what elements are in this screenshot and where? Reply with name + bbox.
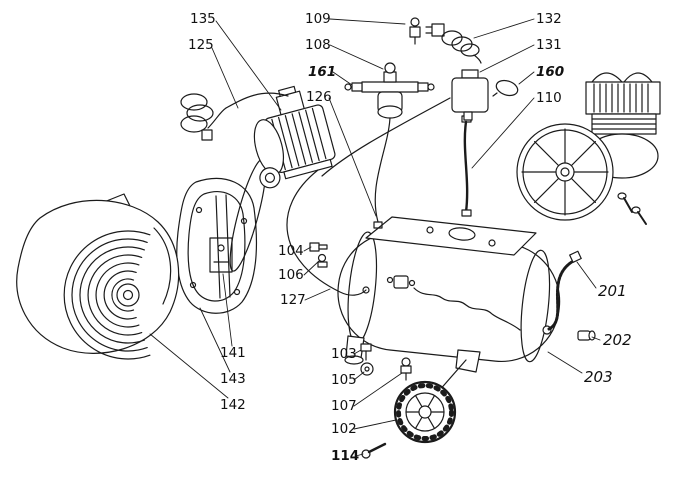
leader-201: [576, 261, 597, 289]
small-fittings: [309, 242, 596, 459]
discharge-pipe: [461, 115, 472, 217]
part-label-114: 114: [331, 448, 359, 464]
flywheel-hub: [555, 162, 575, 182]
part-label-109: 109: [305, 11, 331, 27]
wheel-bracket: [455, 349, 481, 373]
wheel: [393, 359, 467, 444]
leader-109: [329, 18, 406, 25]
wheel-hub: [418, 405, 432, 419]
leader-141: [222, 273, 233, 347]
part-labels: 135 125 109 108 132 131 161 126 160 110 …: [188, 11, 632, 464]
leader-114: [355, 453, 364, 457]
leader-104: [303, 246, 312, 252]
fitting-103: [360, 343, 372, 352]
plug-202: [577, 330, 591, 341]
tank-flange: [393, 275, 409, 289]
part-label-161: 161: [308, 64, 336, 80]
leader-105: [353, 371, 365, 381]
power-cable-coil: [180, 92, 289, 141]
leader-126: [328, 97, 377, 217]
leader-lines: [149, 18, 601, 457]
leader-108: [329, 44, 384, 70]
part-label-203: 203: [584, 368, 613, 386]
part-label-126: 126: [306, 89, 332, 105]
filter-regulator: [344, 62, 435, 119]
leader-110: [471, 97, 535, 169]
supply-cable-plug: [425, 23, 482, 64]
part-label-103: 103: [331, 346, 357, 362]
leader-132: [473, 18, 535, 39]
pressure-switch: [451, 69, 489, 121]
part-label-108: 108: [305, 37, 331, 53]
part-label-102: 102: [331, 421, 357, 437]
pump-block: [585, 72, 661, 225]
leader-102: [353, 419, 397, 430]
leader-135: [215, 20, 282, 111]
guard-bracket: [209, 237, 233, 273]
part-label-142: 142: [220, 397, 246, 413]
leader-127: [304, 288, 331, 301]
leader-131: [479, 44, 535, 73]
switch-cable: [321, 97, 451, 177]
part-label-132: 132: [536, 11, 562, 27]
hoses-and-cables: [286, 97, 521, 331]
air-tank: [337, 216, 561, 373]
guard-back-plate: [176, 177, 258, 314]
part-label-110: 110: [536, 90, 562, 106]
part-label-141: 141: [220, 345, 246, 361]
leader-161: [332, 71, 353, 86]
leader-125: [211, 47, 239, 109]
motor-pulley: [259, 167, 281, 189]
part-label-107: 107: [331, 398, 357, 414]
valve-109: [409, 17, 421, 45]
part-label-127: 127: [280, 292, 306, 308]
leader-202: [591, 336, 601, 341]
electric-motor: [253, 85, 336, 189]
leader-103: [353, 349, 362, 355]
part-label-202: 202: [603, 331, 632, 349]
belt-guard-cover: [16, 193, 180, 360]
valve-107: [401, 357, 411, 367]
leader-203: [547, 351, 583, 374]
cover-hub: [116, 283, 140, 307]
fitting-106: [317, 253, 327, 263]
part-160: [492, 79, 519, 97]
part-label-143: 143: [220, 371, 246, 387]
part-label-131: 131: [536, 37, 562, 53]
part-label-104: 104: [278, 243, 304, 259]
part-label-125: 125: [188, 37, 214, 53]
pump-head: [585, 81, 661, 115]
motor-cable: [225, 92, 289, 109]
braided-hose: [542, 250, 582, 335]
leader-106: [303, 260, 320, 276]
part-label-135: 135: [190, 11, 216, 27]
part-label-201: 201: [598, 282, 627, 300]
part-label-106: 106: [278, 267, 304, 283]
part-label-160: 160: [536, 64, 564, 80]
leader-142: [149, 333, 229, 399]
leader-160: [518, 71, 535, 85]
leader-143: [199, 307, 231, 373]
drain-tube: [413, 287, 521, 331]
flywheel: [516, 123, 614, 221]
fitting-161: [351, 82, 363, 92]
hose-127: [286, 169, 367, 296]
part-label-105: 105: [331, 372, 357, 388]
leader-107: [353, 372, 403, 407]
cable-126: [374, 117, 391, 223]
